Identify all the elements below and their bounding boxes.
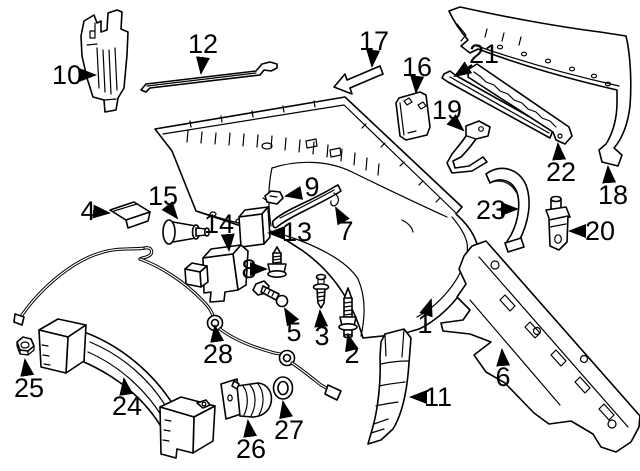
callout-arrow-4	[92, 204, 111, 219]
part-number-label-22: 22	[546, 157, 576, 187]
part-number-label-18: 18	[598, 180, 628, 210]
part-18-lower-valance-artwork	[448, 6, 632, 167]
part-24-impact-bar-artwork	[38, 318, 216, 459]
callout-arrow-5	[283, 307, 300, 327]
callout-arrow-16	[410, 75, 425, 94]
part-number-label-3: 3	[314, 321, 329, 351]
callout-arrow-14	[220, 233, 235, 252]
part-number-label-10: 10	[52, 60, 82, 90]
callout-arrow-12	[196, 56, 210, 75]
callout-labels: 1234567891011121314151617181920212223242…	[14, 26, 628, 464]
part-8-screw-artwork	[267, 246, 287, 278]
part-number-label-8: 8	[241, 254, 256, 284]
part-number-label-24: 24	[112, 391, 142, 421]
callout-arrow-7	[335, 206, 350, 226]
part-number-label-20: 20	[585, 216, 615, 246]
part-25-nut-artwork	[16, 336, 35, 356]
callout-arrow-25	[20, 358, 35, 377]
part-19-corner-bracket-artwork	[446, 120, 491, 174]
part-number-label-26: 26	[236, 434, 266, 464]
cover-edge-tabs	[189, 100, 441, 203]
callout-arrow-27	[279, 400, 294, 420]
part-17-direction-arrow-icon	[333, 65, 384, 95]
part-number-label-7: 7	[338, 216, 353, 246]
part-10-side-bracket-artwork	[80, 9, 129, 113]
part-27-seal-ring-artwork	[272, 376, 294, 400]
part-15-plug-artwork	[162, 219, 211, 245]
part-20-buffer-stop-artwork	[545, 195, 571, 251]
part-4-pad-artwork	[109, 201, 151, 229]
part-2-screw-artwork	[338, 287, 358, 339]
part-number-label-12: 12	[188, 29, 218, 59]
callout-arrow-18	[602, 165, 617, 184]
part-number-label-9: 9	[304, 172, 319, 202]
callout-arrow-21	[453, 61, 473, 78]
callout-arrow-24	[119, 377, 134, 396]
part-21-molding-strip-artwork	[441, 70, 554, 139]
part-12-trim-strip-artwork	[140, 61, 278, 93]
part-26-parking-sensor-artwork	[220, 378, 273, 420]
part-number-label-6: 6	[495, 362, 510, 392]
part-number-label-2: 2	[344, 339, 359, 369]
part-23-retaining-strap-artwork	[485, 167, 530, 253]
part-number-label-15: 15	[148, 181, 178, 211]
part-number-label-11: 11	[424, 382, 452, 412]
part-number-label-5: 5	[286, 317, 301, 347]
callout-arrow-1	[419, 298, 433, 318]
callout-arrow-3	[314, 309, 329, 328]
callout-arrow-22	[552, 142, 567, 161]
part-number-label-28: 28	[203, 339, 233, 369]
part-number-label-25: 25	[14, 373, 44, 403]
part-28-wiring-harness-artwork	[13, 246, 342, 401]
part-11-side-support-artwork	[367, 328, 412, 445]
callout-arrow-9	[284, 185, 304, 200]
part-13-foam-pad-artwork	[238, 206, 271, 248]
part-number-label-23: 23	[476, 195, 506, 225]
part-number-label-13: 13	[282, 217, 312, 247]
part-3-expansion-rivet-artwork	[312, 273, 330, 309]
part-number-label-4: 4	[80, 196, 95, 226]
callout-arrow-17	[366, 49, 381, 68]
callout-arrow-2	[345, 333, 359, 353]
callout-arrow-28	[210, 324, 225, 343]
part-number-label-21: 21	[469, 39, 499, 69]
part-5-ball-pin-artwork	[252, 280, 289, 308]
part-number-label-14: 14	[204, 209, 234, 239]
callout-arrow-19	[446, 114, 465, 132]
part-number-label-27: 27	[274, 415, 304, 445]
part-6-impact-absorber-artwork	[440, 240, 640, 453]
part-number-label-19: 19	[432, 95, 462, 125]
part-number-label-1: 1	[417, 309, 432, 339]
part-14-mounting-bracket-artwork	[184, 244, 249, 303]
part-number-label-17: 17	[359, 26, 389, 56]
callout-arrow-6	[496, 348, 511, 367]
part-number-label-16: 16	[402, 52, 432, 82]
part-16-protective-plate-artwork	[395, 91, 431, 141]
part-9-clip-artwork	[262, 190, 284, 205]
callout-arrow-26	[243, 419, 258, 438]
callout-arrow-15	[161, 201, 179, 220]
